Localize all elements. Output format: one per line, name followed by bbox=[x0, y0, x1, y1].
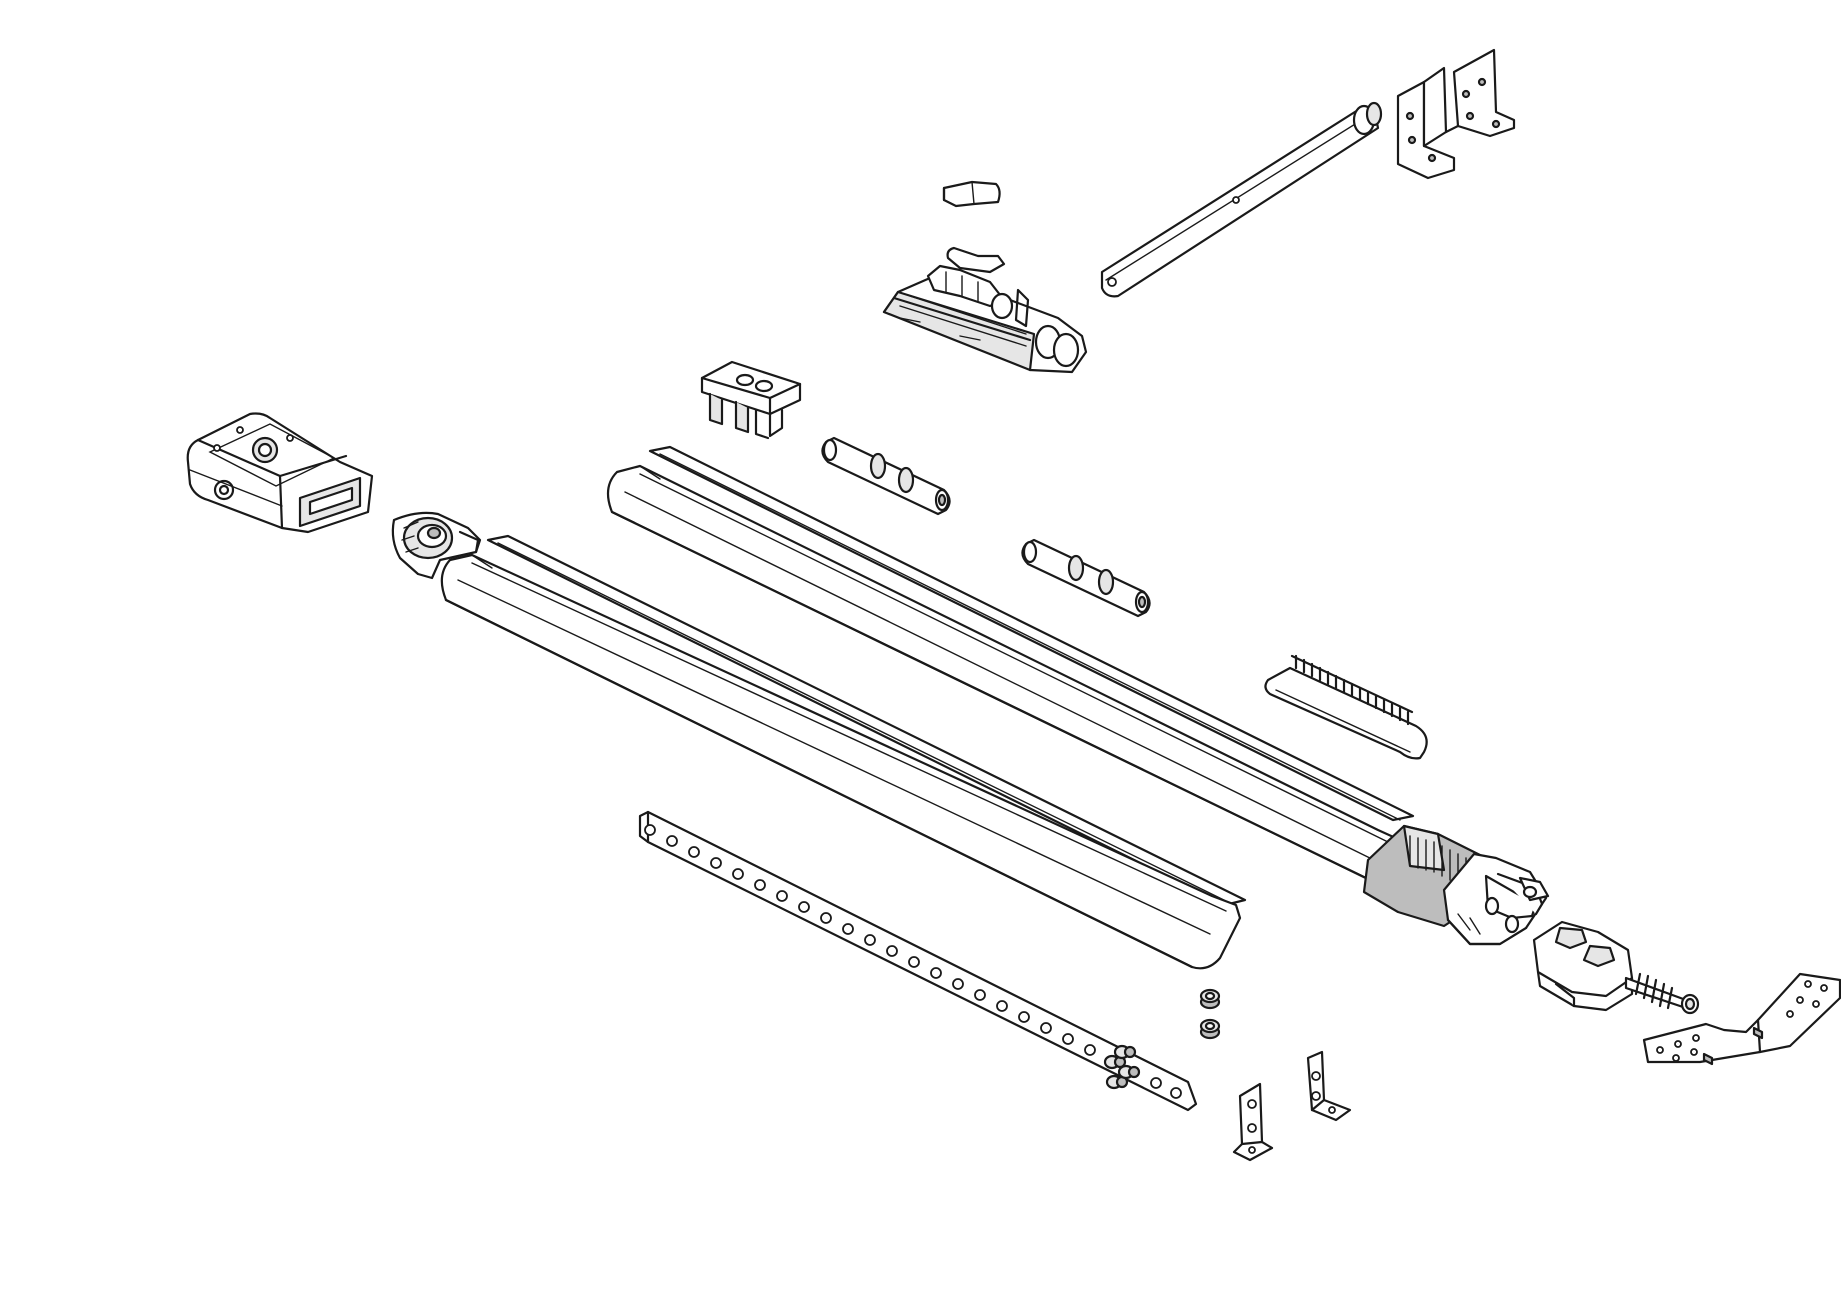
hex-nut bbox=[1199, 1018, 1221, 1040]
front-pulley-idler bbox=[391, 511, 482, 580]
hex-nuts bbox=[1199, 988, 1221, 1040]
strap-bolts bbox=[1103, 1044, 1141, 1090]
motor-head-cover bbox=[186, 412, 374, 534]
connecting-pin-lower bbox=[1021, 538, 1151, 618]
rail-joiner-bracket bbox=[700, 360, 802, 440]
tension-spring bbox=[1624, 972, 1700, 1015]
belt-tension-housing bbox=[1362, 824, 1550, 946]
hex-nut bbox=[1199, 988, 1221, 1010]
strap-holes bbox=[644, 824, 1182, 1099]
header-mounting-plate bbox=[1642, 972, 1841, 1066]
trolley-release-lever bbox=[942, 180, 1001, 208]
rail-section-front bbox=[440, 534, 1247, 970]
connecting-pin-upper bbox=[821, 436, 951, 516]
toothed-drive-belt bbox=[1264, 654, 1428, 760]
door-arm-straight bbox=[1100, 101, 1383, 298]
perforated-hanging-strap bbox=[638, 810, 1198, 1112]
l-mounting-bracket-left bbox=[1232, 1082, 1274, 1162]
trolley-carriage bbox=[882, 246, 1088, 374]
l-mounting-bracket-right bbox=[1306, 1050, 1352, 1122]
belt-teeth bbox=[1290, 654, 1414, 726]
door-bracket-angle bbox=[1396, 48, 1516, 180]
header-tensioner-clamp bbox=[1532, 920, 1700, 1015]
